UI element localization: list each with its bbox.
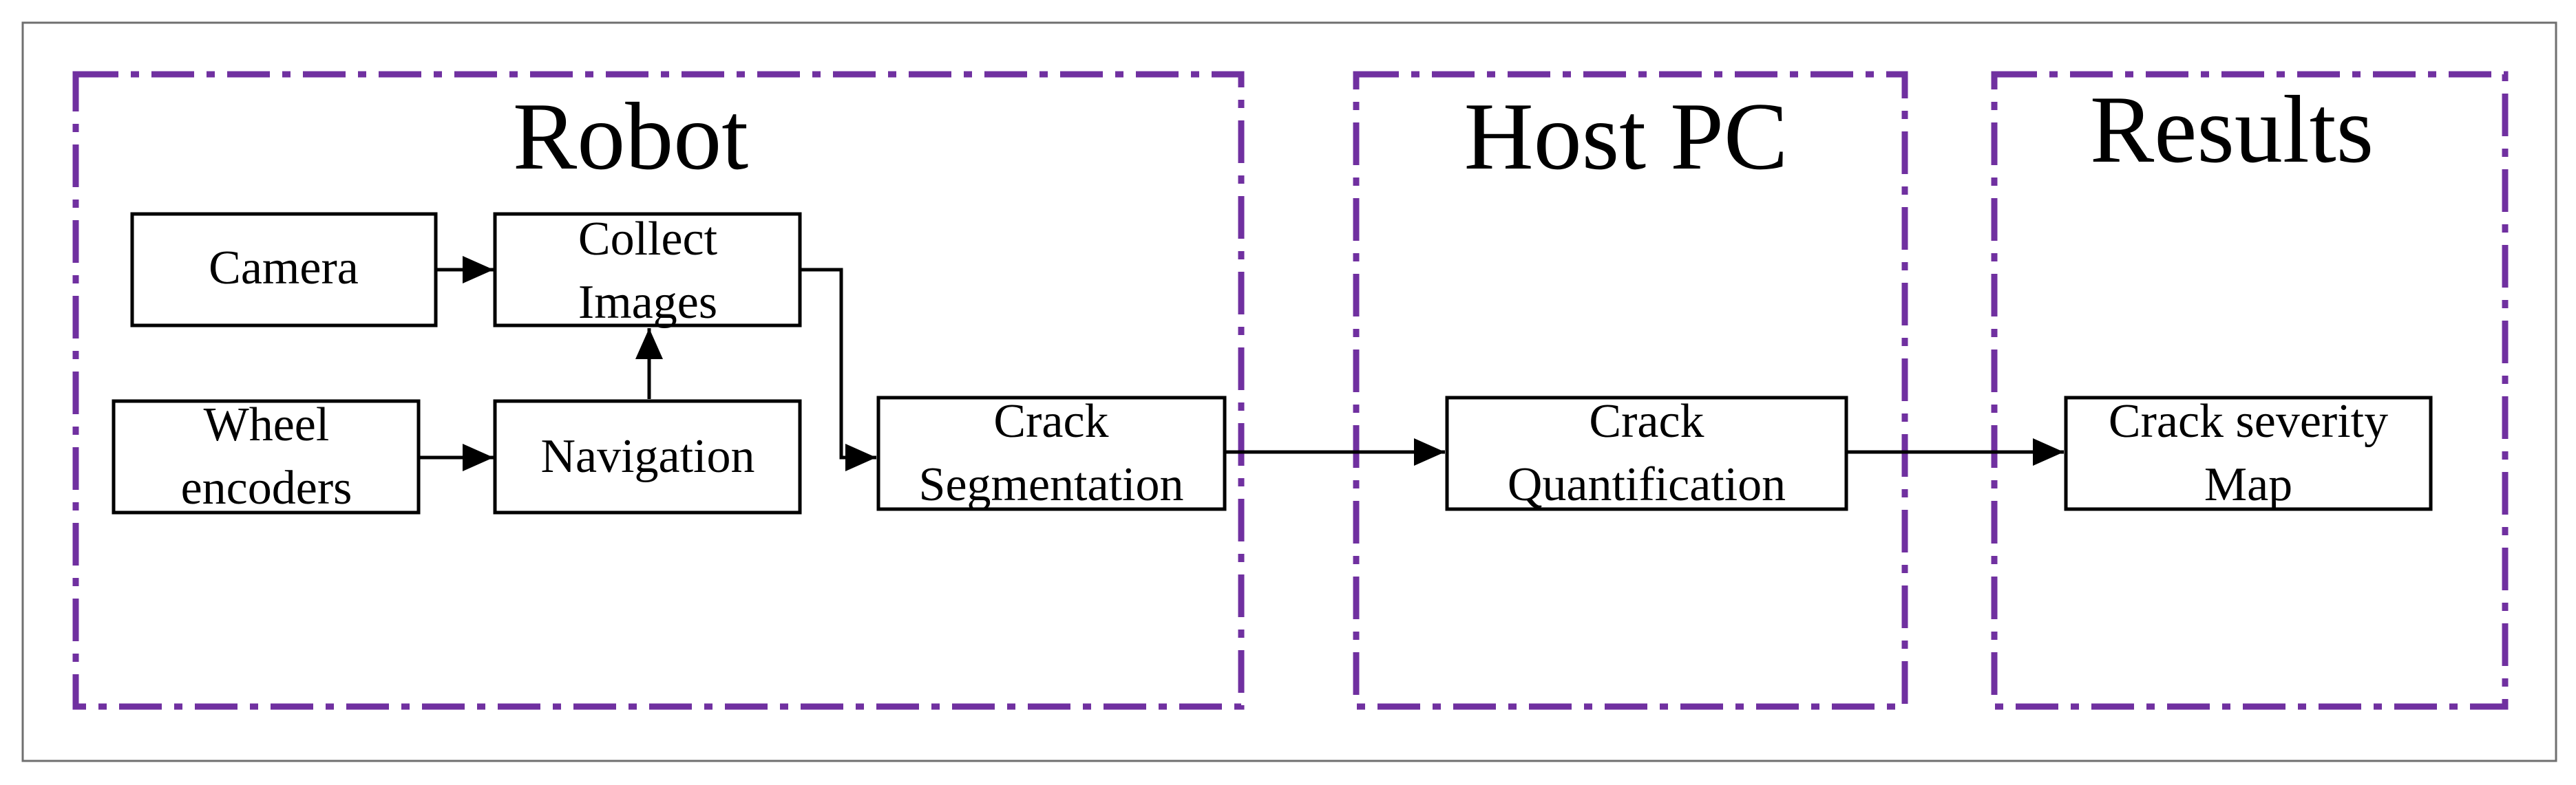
node-collect-images-label-line-1: Collect	[578, 213, 718, 266]
figure-frame	[21, 21, 2557, 762]
edge-collect-images-to-crack-segmentation	[800, 268, 876, 471]
node-crack-quantification-label-line-2: Quantification	[1508, 458, 1786, 511]
node-wheel-encoders-label-line-2: encoders	[181, 462, 352, 515]
node-crack-quantification-box	[1445, 396, 1848, 511]
node-wheel-encoders-label-line-1: Wheel	[204, 398, 330, 451]
group-results-title: Results	[2090, 76, 2374, 183]
group-robot-border	[72, 71, 1245, 710]
group-host-pc-border	[1353, 71, 1908, 710]
group-results-border	[1991, 71, 2509, 710]
group-host-pc: Host PC	[1353, 71, 1908, 710]
node-navigation: Navigation	[493, 399, 802, 515]
node-crack-severity-map: Crack severity Map	[2064, 395, 2433, 511]
node-crack-severity-map-box	[2064, 396, 2433, 511]
edges	[419, 256, 2064, 471]
node-crack-quantification-label-line-1: Crack	[1589, 395, 1704, 448]
node-collect-images: Collect Images	[493, 212, 802, 329]
node-collect-images-label-line-2: Images	[578, 276, 717, 329]
node-crack-segmentation-label-line-2: Segmentation	[919, 458, 1184, 511]
node-camera-box	[130, 212, 438, 327]
node-crack-severity-map-label-line-2: Map	[2204, 458, 2292, 511]
node-crack-segmentation-box	[876, 396, 1227, 511]
node-wheel-encoders-box	[112, 399, 421, 515]
node-crack-quantification: Crack Quantification	[1445, 395, 1848, 511]
group-host-pc-title: Host PC	[1464, 83, 1788, 190]
group-robot: Robot	[72, 71, 1245, 710]
node-camera-label: Camera	[209, 241, 359, 294]
node-crack-severity-map-label-line-1: Crack severity	[2109, 395, 2388, 448]
group-robot-title: Robot	[513, 83, 748, 190]
node-crack-segmentation: Crack Segmentation	[876, 395, 1227, 511]
node-crack-segmentation-label-line-1: Crack	[993, 395, 1108, 448]
node-navigation-box	[493, 399, 802, 515]
group-results: Results	[1991, 71, 2509, 710]
node-wheel-encoders: Wheel encoders	[112, 398, 421, 515]
node-camera: Camera	[130, 212, 438, 327]
node-navigation-label: Navigation	[540, 430, 754, 483]
node-collect-images-box	[493, 212, 802, 327]
